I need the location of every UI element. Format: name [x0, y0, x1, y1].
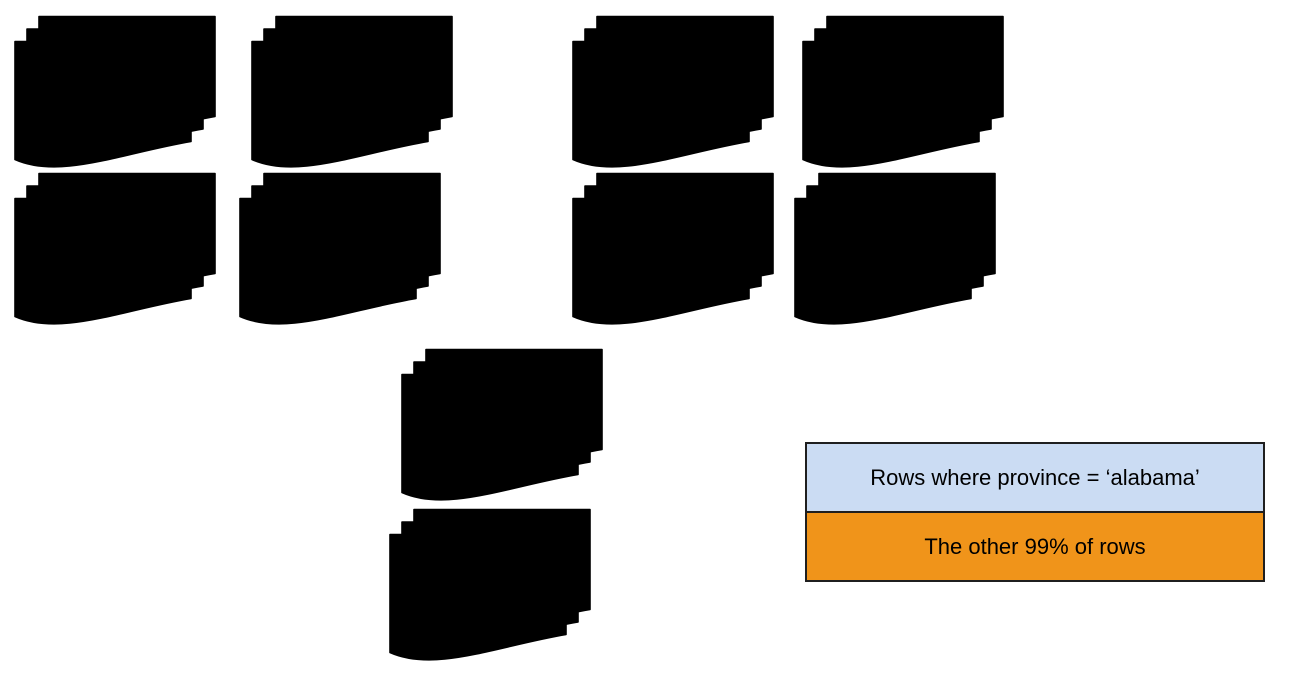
- region-label: eu-west-2: [612, 234, 710, 259]
- region-stack-eu-west-1: eu-west-1: [572, 15, 774, 173]
- region-label: eu-east-2: [836, 234, 930, 259]
- legend: Rows where province = ‘alabama’ The othe…: [805, 442, 1265, 582]
- region-label: us-west-1: [55, 77, 151, 102]
- region-label: us-east-1: [294, 77, 386, 102]
- region-label: us-east-2: [282, 234, 374, 259]
- legend-item-other-rows: The other 99% of rows: [805, 511, 1265, 582]
- region-stack-eu-west-2: eu-west-2: [572, 172, 774, 330]
- region-stack-eu-east-1: eu-east-1: [802, 15, 1004, 173]
- region-stack-ap-east-2: ap-east-2: [389, 508, 591, 666]
- region-stack-us-west-2: us-west-2: [14, 172, 216, 330]
- legend-item-label: The other 99% of rows: [924, 533, 1146, 559]
- region-stack-us-west-1: us-west-1: [14, 15, 216, 173]
- region-label: eu-west-1: [612, 77, 710, 102]
- region-label: ap-east-1: [443, 410, 537, 435]
- legend-item-alabama-rows: Rows where province = ‘alabama’: [805, 442, 1265, 513]
- region-stack-eu-east-2: eu-east-2: [794, 172, 996, 330]
- region-stack-us-east-1: us-east-1: [251, 15, 453, 173]
- region-label: us-west-2: [55, 234, 151, 259]
- region-stack-us-east-2: us-east-2: [239, 172, 441, 330]
- region-label: eu-east-1: [844, 77, 938, 102]
- region-label: ap-east-2: [431, 570, 525, 595]
- region-stack-ap-east-1: ap-east-1: [401, 348, 603, 506]
- legend-item-label: Rows where province = ‘alabama’: [870, 464, 1200, 490]
